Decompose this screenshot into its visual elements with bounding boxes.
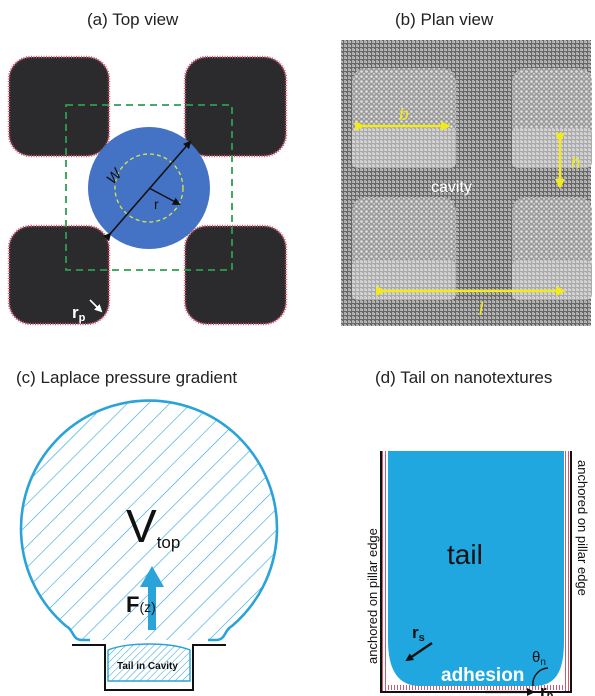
label-force: F(z) <box>126 592 156 617</box>
label-anchored-right: anchored on pillar edge <box>575 460 590 596</box>
panel-b-sem-image: b h cavity l <box>341 40 592 326</box>
panel-a-title: (a) Top view <box>87 10 179 29</box>
label-cavity: cavity <box>431 179 472 196</box>
rp-arrow <box>89 299 103 313</box>
right-wall-texture <box>565 451 570 691</box>
cavity-outline <box>72 644 226 691</box>
label-h: h <box>571 153 580 172</box>
label-adhesion: adhesion <box>441 665 524 686</box>
panel-a-top-view: W r rp <box>7 55 288 326</box>
label-l: l <box>479 299 484 319</box>
pillar-top-right <box>183 55 288 158</box>
liquid-tail <box>388 451 564 686</box>
sem-pillar-top-right <box>512 68 592 168</box>
label-v-top: Vtop <box>126 500 180 552</box>
droplet-outline <box>19 399 279 642</box>
rs-arrow <box>405 642 433 662</box>
theta-arc <box>532 667 549 687</box>
left-wall-texture <box>382 451 387 691</box>
pillar-bottom-left <box>7 224 111 326</box>
sem-pillar-bottom-right <box>512 197 592 300</box>
pillar-bottom-right <box>183 224 288 326</box>
panel-b-title: (b) Plan view <box>395 10 494 29</box>
label-tail: tail <box>447 539 483 570</box>
panel-d-title: (d) Tail on nanotextures <box>375 368 553 387</box>
label-rp: rp <box>72 303 86 324</box>
sem-pillar-top-left <box>352 68 456 168</box>
force-arrow-head <box>140 566 164 587</box>
pillar-top-left <box>7 55 111 158</box>
r-radius-arrow <box>148 187 181 205</box>
bottom-texture <box>386 685 566 690</box>
panel-c-laplace: Tail in Cavity Vtop F(z) <box>19 399 279 691</box>
tail-in-cavity <box>107 643 191 682</box>
cavity-walls <box>380 451 572 693</box>
panel-c-title: (c) Laplace pressure gradient <box>16 368 238 387</box>
panel-d-tail: tail rs adhesion θn rb anchored on pilla… <box>365 451 590 696</box>
label-anchored-left: anchored on pillar edge <box>365 528 380 664</box>
label-rs: rs <box>412 623 425 644</box>
force-arrow-shaft <box>148 584 156 630</box>
label-r: r <box>154 196 159 212</box>
label-b: b <box>399 105 408 124</box>
label-tail-in-cavity: Tail in Cavity <box>117 661 178 672</box>
label-rb: rb <box>540 682 554 696</box>
sem-pillar-bottom-left <box>352 197 456 300</box>
unit-cell-dashed-box <box>65 104 233 271</box>
label-theta-n: θn <box>532 649 546 668</box>
